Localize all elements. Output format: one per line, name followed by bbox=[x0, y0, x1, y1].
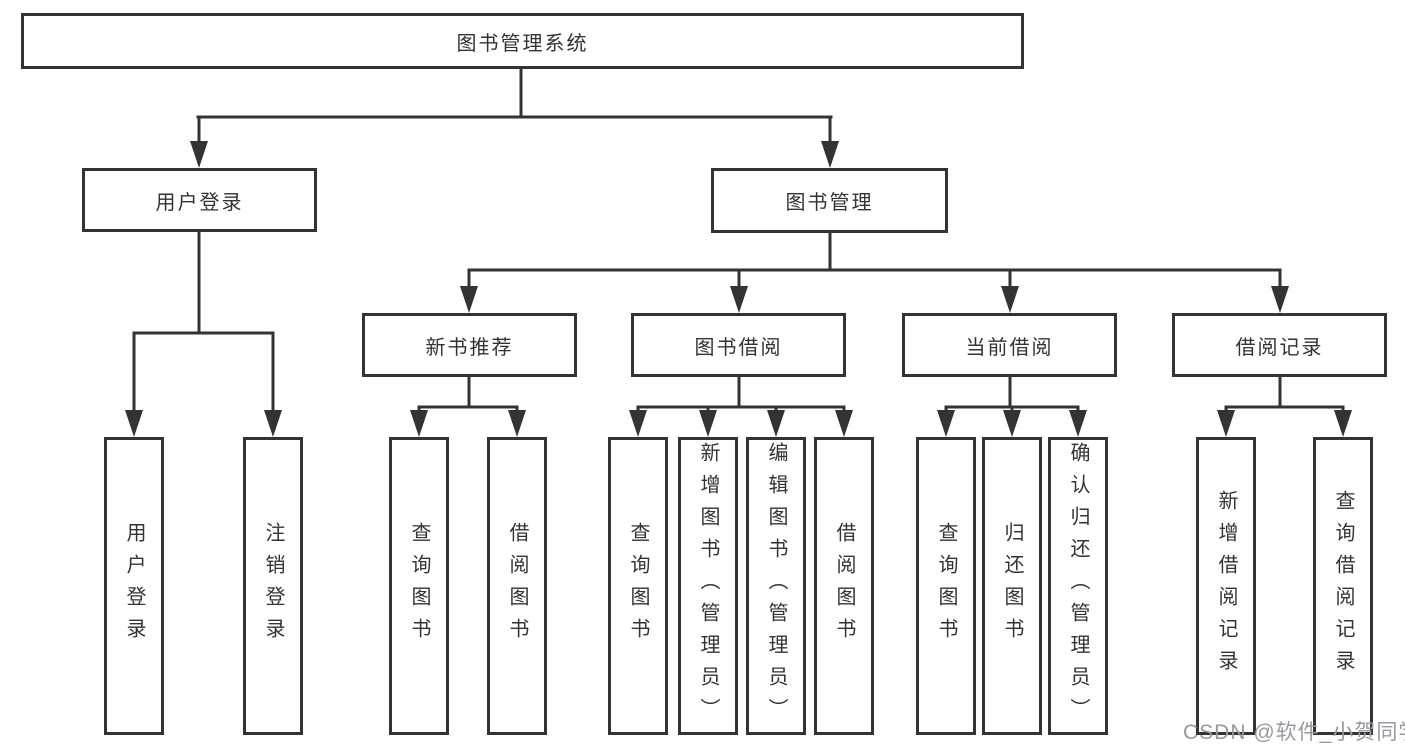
arrowhead-icon bbox=[410, 410, 428, 437]
arrowhead-icon bbox=[835, 410, 853, 437]
arrowhead-icon bbox=[629, 410, 647, 437]
leaf-user-login: 用户登录 bbox=[104, 437, 164, 735]
node-label: 借阅图书 bbox=[506, 522, 528, 650]
arrowhead-icon bbox=[730, 286, 748, 313]
leaf-logout: 注销登录 bbox=[243, 437, 303, 735]
node-label: 新增图书（管理员） bbox=[697, 442, 719, 730]
node-label: 查询图书 bbox=[935, 522, 957, 650]
node-new-book-recommend: 新书推荐 bbox=[362, 313, 577, 377]
node-book-borrow: 图书借阅 bbox=[631, 313, 846, 377]
node-label: 注销登录 bbox=[262, 522, 284, 650]
leaf-confirm-return-admin: 确认归还（管理员） bbox=[1048, 437, 1108, 735]
arrowhead-icon bbox=[821, 141, 839, 168]
arrowhead-icon bbox=[190, 141, 208, 168]
leaf-query-borrow-record: 查询借阅记录 bbox=[1313, 437, 1373, 735]
watermark: CSDN @软件_小贺同学 bbox=[1183, 721, 1405, 744]
leaf-query-books-borrow: 查询图书 bbox=[608, 437, 668, 735]
node-label: 查询图书 bbox=[408, 522, 430, 650]
connector-current-borrow bbox=[937, 375, 1087, 437]
connector-root bbox=[190, 67, 839, 168]
arrowhead-icon bbox=[1003, 410, 1021, 437]
node-root: 图书管理系统 bbox=[21, 13, 1024, 69]
arrowhead-icon bbox=[937, 410, 955, 437]
node-label: 借阅记录 bbox=[1235, 336, 1324, 359]
leaf-query-books-recommend: 查询图书 bbox=[389, 437, 449, 735]
node-label: 用户登录 bbox=[123, 522, 145, 650]
node-label: 新增借阅记录 bbox=[1215, 490, 1237, 682]
arrowhead-icon bbox=[699, 410, 717, 437]
connector-borrow-records bbox=[1217, 375, 1352, 437]
arrowhead-icon bbox=[1334, 410, 1352, 437]
node-label: 查询图书 bbox=[627, 522, 649, 650]
node-borrow-records: 借阅记录 bbox=[1172, 313, 1387, 377]
leaf-add-borrow-record: 新增借阅记录 bbox=[1196, 437, 1256, 735]
leaf-add-book-admin: 新增图书（管理员） bbox=[678, 437, 738, 735]
leaf-return-book: 归还图书 bbox=[982, 437, 1042, 735]
arrowhead-icon bbox=[508, 410, 526, 437]
connector-book-management bbox=[460, 231, 1289, 313]
arrowhead-icon bbox=[125, 410, 143, 437]
arrowhead-icon bbox=[767, 410, 785, 437]
node-label: 新书推荐 bbox=[425, 336, 514, 359]
node-label: 图书借阅 bbox=[694, 336, 783, 359]
node-label: 用户登录 bbox=[155, 191, 244, 214]
node-label: 编辑图书（管理员） bbox=[765, 442, 787, 730]
node-label: 确认归还（管理员） bbox=[1067, 442, 1089, 730]
connector-user-login bbox=[125, 230, 282, 437]
node-label: 图书管理系统 bbox=[456, 32, 589, 55]
node-label: 借阅图书 bbox=[833, 522, 855, 650]
leaf-borrow-books: 借阅图书 bbox=[814, 437, 874, 735]
arrowhead-icon bbox=[264, 410, 282, 437]
node-label: 图书管理 bbox=[785, 192, 874, 214]
node-user-login: 用户登录 bbox=[82, 168, 317, 232]
arrowhead-icon bbox=[1271, 286, 1289, 313]
arrowhead-icon bbox=[1001, 286, 1019, 313]
node-label: 当前借阅 bbox=[965, 336, 1054, 359]
leaf-query-books-current: 查询图书 bbox=[916, 437, 976, 735]
leaf-edit-book-admin: 编辑图书（管理员） bbox=[746, 437, 806, 735]
leaf-borrow-books-recommend: 借阅图书 bbox=[487, 437, 547, 735]
node-label: 查询借阅记录 bbox=[1332, 490, 1354, 682]
arrowhead-icon bbox=[1217, 410, 1235, 437]
arrowhead-icon bbox=[460, 286, 478, 313]
connector-book-borrow bbox=[629, 375, 853, 437]
node-book-management: 图书管理 bbox=[711, 168, 948, 233]
node-label: 归还图书 bbox=[1001, 522, 1023, 650]
arrowhead-icon bbox=[1069, 410, 1087, 437]
connector-new-book-recommend bbox=[410, 375, 526, 437]
node-current-borrow: 当前借阅 bbox=[902, 313, 1117, 377]
